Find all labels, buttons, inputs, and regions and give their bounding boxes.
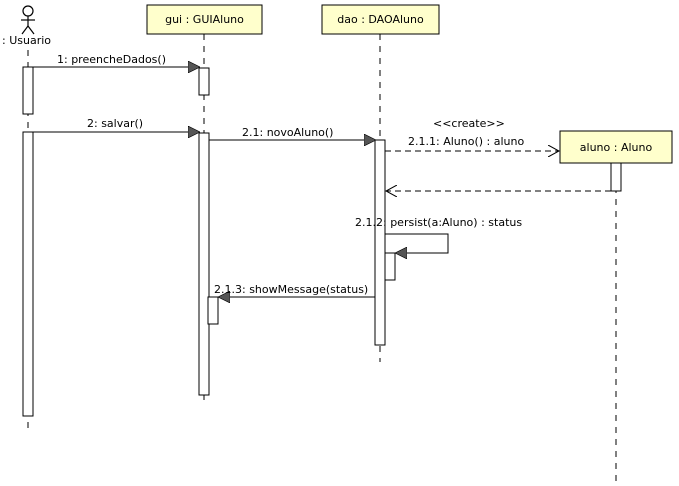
create-stereotype-label: <<create>> (433, 117, 505, 130)
actor-usuario: : Usuario (2, 5, 51, 47)
message-label-1: 1: preencheDados() (57, 53, 166, 66)
lifeline-label-gui: gui : GUIAluno (165, 13, 244, 26)
activation-dao-1 (374, 139, 386, 346)
message-label-2: 2: salvar() (87, 117, 143, 130)
activation-actor-1 (22, 66, 34, 115)
lifeline-box-gui (146, 4, 263, 35)
lifeline-label-aluno: aluno : Aluno (580, 141, 653, 154)
activation-aluno-1 (610, 162, 622, 192)
message-label-2-1-2: 2.1.2: persist(a:Aluno) : status (355, 216, 522, 229)
message-arrow-2-1-2 (385, 233, 449, 253)
stick-figure-icon (21, 5, 35, 35)
activation-gui-3 (207, 296, 219, 325)
message-label-2-1-3: 2.1.3: showMessage(status) (214, 283, 368, 296)
lifeline-box-dao (321, 4, 440, 35)
lifeline-label-dao: dao : DAOAluno (337, 13, 424, 26)
message-label-2-1-1: 2.1.1: Aluno() : aluno (408, 135, 524, 148)
actor-label: : Usuario (2, 34, 51, 47)
message-label-2-1: 2.1: novoAluno() (242, 126, 333, 139)
activation-dao-2 (384, 252, 396, 281)
lifeline-box-aluno (559, 130, 673, 164)
activation-gui-1 (198, 67, 210, 96)
activation-actor-2 (22, 131, 34, 417)
activation-gui-2 (198, 132, 210, 396)
